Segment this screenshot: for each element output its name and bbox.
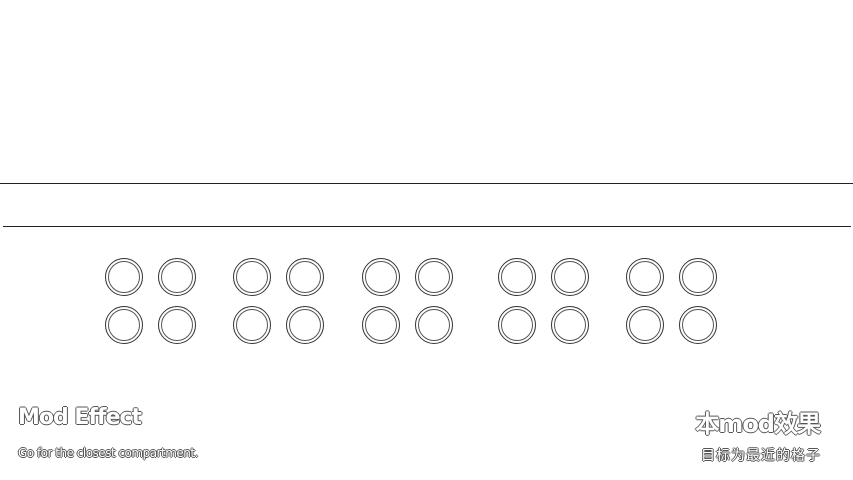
compartment-slot — [626, 258, 664, 296]
compartment-slot — [286, 306, 324, 344]
mod-effect-description: Go for the closest compartment. — [18, 446, 198, 460]
mod-effect-title-zh: 本mod效果 — [695, 410, 821, 438]
compartment-slot — [105, 258, 143, 296]
mod-effect-description-zh: 目标为最近的格子 — [701, 448, 821, 464]
bottom-divider — [3, 226, 851, 227]
top-divider — [0, 183, 853, 184]
compartment-grid — [105, 258, 725, 348]
compartment-slot — [415, 306, 453, 344]
compartment-slot — [679, 306, 717, 344]
compartment-group — [362, 258, 458, 348]
compartment-slot — [551, 306, 589, 344]
compartment-slot — [158, 258, 196, 296]
compartment-slot — [498, 306, 536, 344]
compartment-slot — [551, 258, 589, 296]
compartment-slot — [679, 258, 717, 296]
compartment-slot — [233, 258, 271, 296]
compartment-slot — [105, 306, 143, 344]
compartment-slot — [233, 306, 271, 344]
compartment-group — [498, 258, 594, 348]
compartment-slot — [362, 306, 400, 344]
compartment-slot — [362, 258, 400, 296]
compartment-slot — [626, 306, 664, 344]
compartment-group — [233, 258, 329, 348]
mod-effect-title: Mod Effect — [18, 405, 142, 430]
compartment-slot — [415, 258, 453, 296]
compartment-slot — [498, 258, 536, 296]
compartment-slot — [286, 258, 324, 296]
compartment-group — [105, 258, 201, 348]
compartment-slot — [158, 306, 196, 344]
compartment-group — [626, 258, 722, 348]
